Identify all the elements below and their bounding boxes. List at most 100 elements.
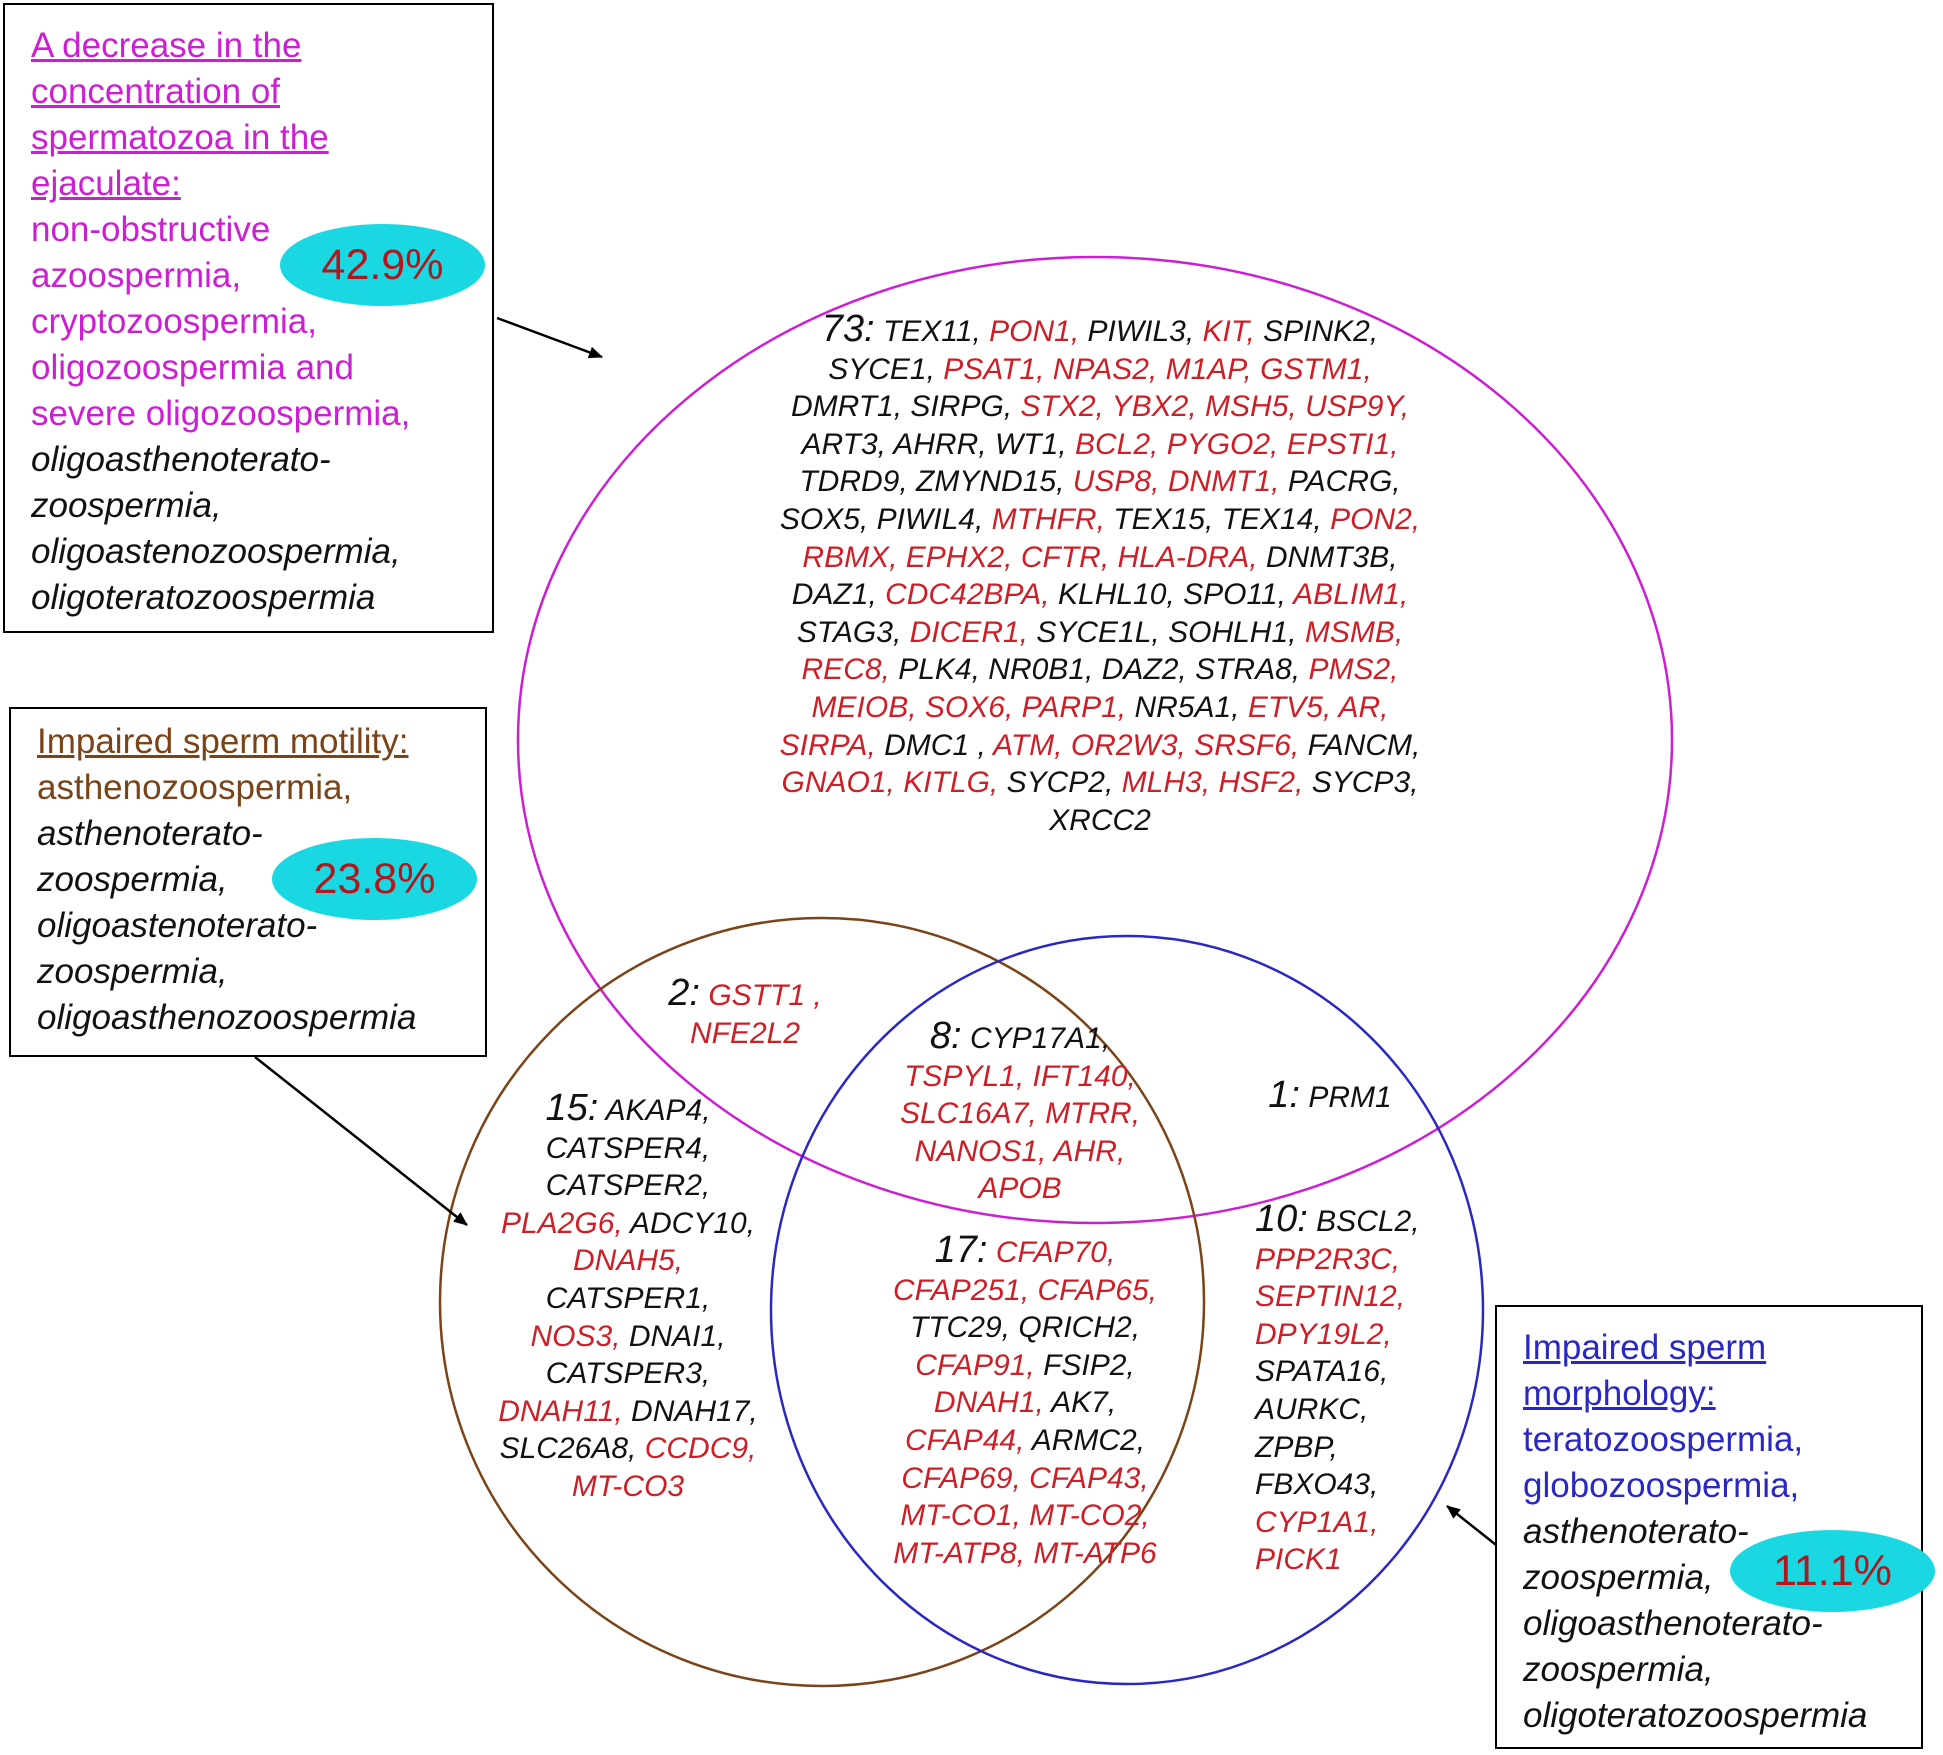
gene-label: SRSF6, xyxy=(1194,728,1300,762)
gene-label: DMC1 , xyxy=(884,728,986,762)
gene-label: NR0B1, xyxy=(988,653,1094,687)
gene-label: ZMYND15, xyxy=(916,465,1065,499)
gene-label: SLC26A8, xyxy=(499,1432,637,1466)
gene-row: MT-CO1, MT-CO2, xyxy=(850,1497,1200,1535)
gene-row: SLC16A7, MTRR, xyxy=(870,1095,1170,1133)
concentration-box-line: azoospermia, xyxy=(31,256,242,295)
gene-label: BSCL2, xyxy=(1316,1205,1420,1238)
region-concentration-only: 73: TEX11, PON1, PIWIL3, KIT, SPINK2,SYC… xyxy=(720,310,1480,839)
morphology-percent: 11.1% xyxy=(1773,1546,1892,1595)
gene-row: MT-ATP8, MT-ATP6 xyxy=(850,1535,1200,1573)
concentration-box-line: severe oligozoospermia, xyxy=(31,394,411,433)
gene-label: BCL2, xyxy=(1074,427,1159,461)
motility-box-line: Impaired sperm motility: xyxy=(37,722,409,761)
morphology-percent-badge: 11.1% xyxy=(1730,1530,1935,1612)
gene-label: APOB xyxy=(978,1172,1062,1206)
gene-label: AK7, xyxy=(1051,1386,1117,1420)
gene-label: ATM, xyxy=(993,728,1063,762)
gene-row: SIRPA, DMC1 , ATM, OR2W3, SRSF6, FANCM, xyxy=(720,727,1480,765)
gene-row: SYCE1, PSAT1, NPAS2, M1AP, GSTM1, xyxy=(720,351,1480,389)
gene-label: QRICH2, xyxy=(1018,1311,1141,1345)
gene-row: PICK1 xyxy=(1255,1541,1470,1579)
concentration-box-line: zoospermia, xyxy=(31,486,222,525)
gene-label: FBXO43, xyxy=(1255,1468,1379,1502)
motility-box: Impaired sperm motility:asthenozoospermi… xyxy=(9,707,487,1057)
gene-label: STAG3, xyxy=(796,615,902,649)
gene-label: PYGO2, xyxy=(1166,427,1279,461)
morphology-box-line: zoospermia, xyxy=(1523,1558,1714,1597)
gene-label: PICK1 xyxy=(1255,1543,1342,1577)
gene-label: SIRPG, xyxy=(910,390,1013,424)
morphology-box-line: morphology: xyxy=(1523,1374,1716,1413)
gene-label: DNAH11, xyxy=(498,1394,623,1428)
morphology-box-line: oligoasthenoterato- xyxy=(1523,1604,1823,1643)
gene-label: MLH3, xyxy=(1121,766,1211,800)
concentration-box-line: oligoastenozoospermia, xyxy=(31,532,401,571)
gene-row: 17: CFAP70, xyxy=(850,1231,1200,1272)
gene-label: PON1, xyxy=(989,315,1080,348)
gene-row: SPATA16, xyxy=(1255,1353,1470,1391)
gene-row: 8: CYP17A1, xyxy=(870,1017,1170,1058)
gene-label: SOX5, xyxy=(779,502,869,536)
gene-label: PIWIL4, xyxy=(876,502,984,536)
gene-row: CATSPER2, xyxy=(468,1167,788,1205)
gene-label: DICER1, xyxy=(909,615,1028,649)
gene-label: SYCE1, xyxy=(828,352,935,386)
gene-label: CFAP43, xyxy=(1029,1461,1149,1495)
gene-label: ART3, xyxy=(801,427,887,461)
gene-row: NOS3, DNAI1, xyxy=(468,1318,788,1356)
gene-label: SOX6, xyxy=(924,690,1014,724)
gene-label: CFAP44, xyxy=(904,1423,1025,1457)
region-count: 10: xyxy=(1255,1198,1308,1240)
gene-label: FANCM, xyxy=(1307,728,1421,762)
gene-label: DMRT1, xyxy=(790,390,903,424)
motility-box-line: zoospermia, xyxy=(37,952,228,991)
gene-row: NANOS1, AHR, xyxy=(870,1133,1170,1171)
gene-label: TEX14, xyxy=(1221,502,1322,536)
morphology-box-line: teratozoospermia, xyxy=(1523,1420,1804,1459)
gene-row: DNAH5, xyxy=(468,1242,788,1280)
gene-label: TSPYL1, xyxy=(904,1059,1025,1093)
gene-label: MT-ATP6 xyxy=(1033,1536,1157,1570)
gene-label: STX2, xyxy=(1020,390,1104,424)
gene-label: TEX15, xyxy=(1113,502,1214,536)
gene-label: CFAP251, xyxy=(892,1273,1030,1307)
gene-row: GNAO1, KITLG, SYCP2, MLH3, HSF2, SYCP3, xyxy=(720,764,1480,802)
gene-label: IFT140, xyxy=(1032,1059,1136,1093)
gene-row: SOX5, PIWIL4, MTHFR, TEX15, TEX14, PON2, xyxy=(720,501,1480,539)
gene-label: MT-CO3 xyxy=(571,1469,685,1503)
gene-row: CATSPER1, xyxy=(468,1280,788,1318)
gene-label: SYCP3, xyxy=(1311,766,1419,800)
gene-row: NFE2L2 xyxy=(625,1015,865,1053)
gene-row: CFAP251, CFAP65, xyxy=(850,1272,1200,1310)
gene-row: SEPTIN12, xyxy=(1255,1278,1470,1316)
gene-row: APOB xyxy=(870,1170,1170,1208)
gene-row: ZPBP, xyxy=(1255,1429,1470,1467)
morphology-box-line: zoospermia, xyxy=(1523,1650,1714,1689)
gene-label: PPP2R3C, xyxy=(1255,1242,1401,1276)
gene-label: CFAP65, xyxy=(1037,1273,1158,1307)
gene-row: TDRD9, ZMYND15, USP8, DNMT1, PACRG, xyxy=(720,463,1480,501)
gene-row: DNAH11, DNAH17, xyxy=(468,1393,788,1431)
gene-label: KITLG, xyxy=(903,766,999,800)
gene-label: OR2W3, xyxy=(1070,728,1186,762)
gene-row: DMRT1, SIRPG, STX2, YBX2, MSH5, USP9Y, xyxy=(720,388,1480,426)
motility-box-line: asthenoterato- xyxy=(37,814,263,853)
gene-row: MEIOB, SOX6, PARP1, NR5A1, ETV5, AR, xyxy=(720,689,1480,727)
concentration-box-line: A decrease in the xyxy=(31,26,302,65)
region-concentration-morphology: 1: PRM1 xyxy=(1210,1076,1450,1117)
morphology-circle xyxy=(769,934,1485,1686)
gene-label: SYCP2, xyxy=(1006,766,1114,800)
gene-label: CYP17A1, xyxy=(969,1022,1111,1055)
concentration-circle xyxy=(516,255,1674,1225)
gene-label: GNAO1, xyxy=(781,766,895,800)
gene-label: AKAP4, xyxy=(605,1094,711,1127)
gene-row: CFAP91, FSIP2, xyxy=(850,1347,1200,1385)
gene-label: MSMB, xyxy=(1304,615,1404,649)
gene-row: SLC26A8, CCDC9, xyxy=(468,1430,788,1468)
gene-row: DPY19L2, xyxy=(1255,1316,1470,1354)
gene-label: CYP1A1, xyxy=(1255,1505,1379,1539)
gene-row: FBXO43, xyxy=(1255,1466,1470,1504)
gene-label: AURKC, xyxy=(1255,1392,1369,1426)
gene-label: NOS3, xyxy=(530,1319,621,1353)
